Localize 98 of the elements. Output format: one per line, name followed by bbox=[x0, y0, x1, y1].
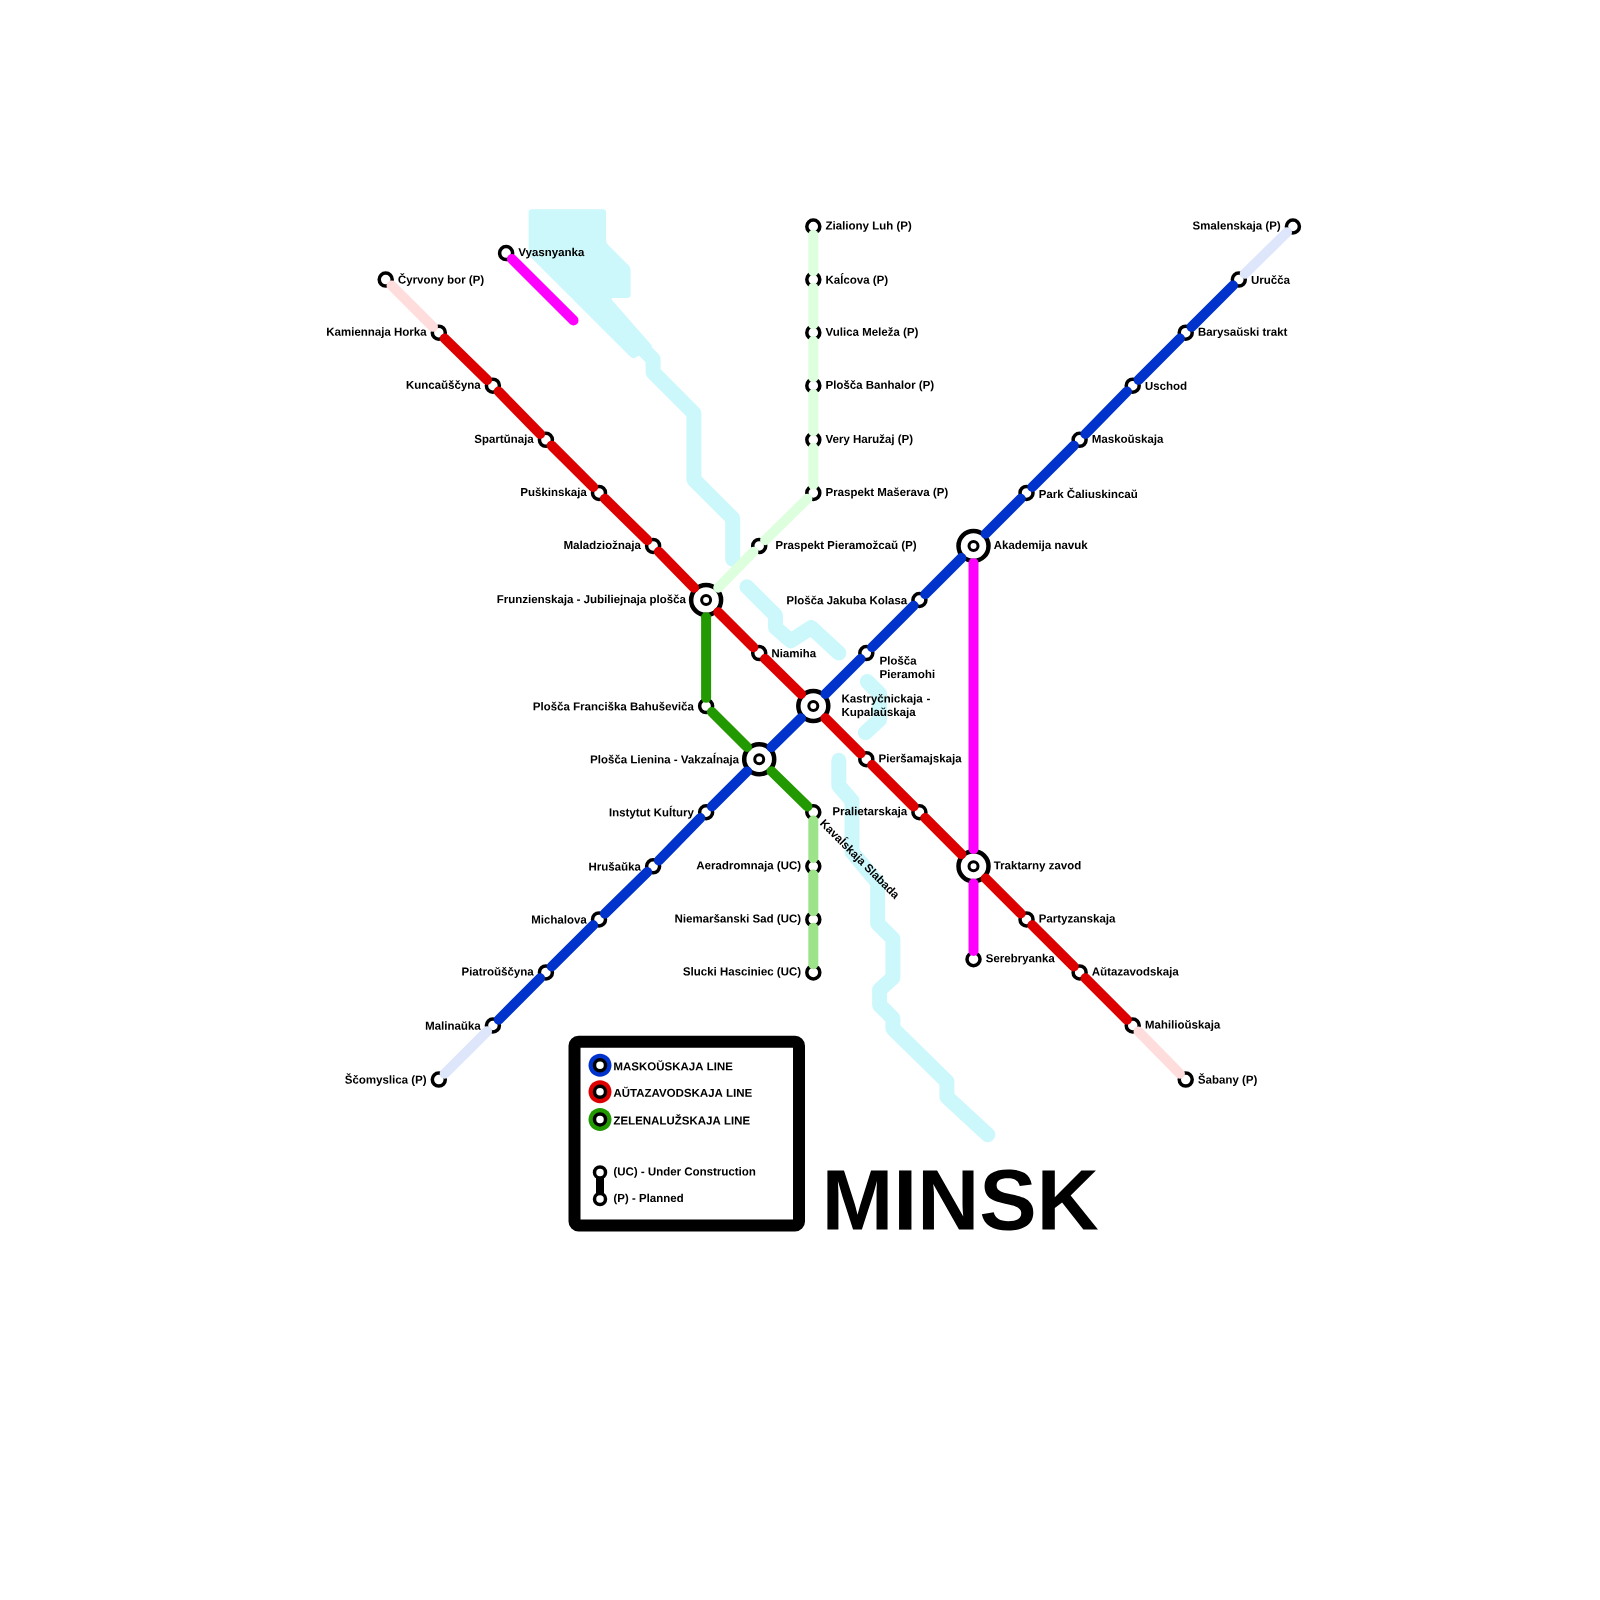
station-name: Piatroŭščyna bbox=[462, 966, 534, 978]
station-name: Uschod bbox=[1145, 381, 1187, 390]
metro-line bbox=[713, 607, 759, 653]
metro-line bbox=[386, 280, 438, 332]
metro-line bbox=[439, 333, 492, 385]
station-name: Barysaŭski trakt bbox=[1198, 327, 1288, 339]
metro-line bbox=[808, 335, 819, 383]
legend-text: (UC) - Under Construction bbox=[614, 1167, 756, 1178]
title: MINSK bbox=[827, 1169, 1098, 1231]
station-name: Pralietarskaja bbox=[833, 806, 908, 818]
metro-line bbox=[820, 653, 866, 699]
legend-text: MASKOŬSKAJA LINE bbox=[614, 1060, 733, 1071]
metro-line bbox=[920, 553, 967, 600]
legend-text: ZELENALUŽSKAJA LINE bbox=[613, 1114, 750, 1125]
station-name: Plošča Lienina - Vakzaĺnaja bbox=[590, 752, 740, 766]
station-name: Spartŭnaja bbox=[474, 434, 534, 446]
station-name: Niemaršanski Sad (UC) bbox=[675, 913, 801, 925]
station-name: Praspekt Pieramožcaŭ (P) bbox=[776, 540, 917, 552]
metro-line bbox=[808, 869, 819, 917]
metro-line bbox=[968, 878, 979, 956]
station-name: Kuncaŭščyna bbox=[406, 380, 481, 392]
station-name: Praspekt Mašerava (P) bbox=[826, 487, 948, 499]
metro-line bbox=[808, 443, 819, 490]
metro-line bbox=[766, 713, 806, 753]
metro-line bbox=[808, 282, 819, 330]
station-name: Slucki Hasciniec (UC) bbox=[683, 967, 801, 978]
metro-line bbox=[1080, 386, 1132, 439]
station-name: Partyzanskaja bbox=[1039, 914, 1116, 925]
metro-line bbox=[706, 766, 752, 812]
station-name: Čyrvony bor (P) bbox=[398, 273, 484, 286]
station-name: Plošča Banhalor (P) bbox=[826, 380, 934, 392]
metro-line bbox=[968, 558, 979, 855]
metro-line bbox=[760, 653, 806, 700]
metro-line bbox=[1239, 227, 1293, 279]
metro-line bbox=[867, 760, 919, 812]
station-name: Maskoŭskaja bbox=[1092, 434, 1164, 446]
station-name: Uručča bbox=[1251, 275, 1291, 284]
station-name: Plošča Jakuba Kolasa bbox=[787, 595, 908, 605]
station-name: Mahilioŭskaja bbox=[1145, 1020, 1221, 1031]
station-name: Aeradromnaja (UC) bbox=[696, 860, 801, 872]
metro-line bbox=[706, 706, 752, 752]
metro-line bbox=[1027, 440, 1079, 493]
metro-line bbox=[920, 813, 967, 860]
metro-line bbox=[980, 873, 1026, 919]
legend-text: (P) - Planned bbox=[614, 1193, 683, 1205]
station-name: Frunzienskaja - Jubiliejnaja plošča bbox=[497, 594, 686, 606]
metro-line bbox=[1080, 973, 1132, 1025]
station-name: Park Čaliuskincaŭ bbox=[1039, 487, 1137, 499]
metro-line bbox=[653, 546, 700, 593]
legend-text: AŬTAZAVODSKAJA LINE bbox=[613, 1086, 752, 1097]
metro-line bbox=[599, 867, 653, 919]
metro-line bbox=[1133, 1026, 1185, 1079]
station-name: Šabany (P) bbox=[1198, 1073, 1257, 1086]
station-name: Serebryanka bbox=[986, 953, 1055, 965]
station-name: Zialiony Luh (P) bbox=[825, 221, 912, 232]
station-name: Kastryčnickaja - Kupalaŭskaja bbox=[842, 693, 930, 719]
metro-line bbox=[808, 229, 819, 277]
metro-line bbox=[1027, 920, 1079, 972]
metro-line bbox=[439, 1026, 493, 1079]
station-name: Puškinskaja bbox=[521, 487, 587, 499]
station-name: Niamiha bbox=[772, 648, 817, 658]
metro-line bbox=[980, 493, 1026, 539]
metro-line bbox=[701, 612, 712, 703]
metro-line bbox=[1133, 333, 1185, 385]
metro-line bbox=[1186, 280, 1238, 332]
metro-line bbox=[808, 922, 819, 970]
station-name: Pieršamajskaja bbox=[879, 753, 962, 765]
metro-line bbox=[820, 713, 866, 759]
station-name: Plošča Franciška Bahuševiča bbox=[533, 701, 694, 711]
station-name: Aŭtazavodskaja bbox=[1092, 967, 1179, 978]
station-name: Very Haružaj (P) bbox=[825, 434, 913, 446]
station-name: Traktarny zavod bbox=[993, 860, 1081, 872]
metro-line bbox=[760, 493, 813, 546]
station-name: Smalenskaja (P) bbox=[1192, 221, 1281, 232]
metro-line bbox=[599, 493, 653, 546]
station-name: Vulica Meleža (P) bbox=[825, 327, 918, 339]
metro-line bbox=[493, 386, 546, 439]
metro-line bbox=[867, 600, 919, 653]
station-name: Maladziožnaja bbox=[564, 540, 641, 552]
station-name: Plošča Pieramohi bbox=[880, 656, 935, 679]
station-name: Vyasnyanka bbox=[518, 247, 585, 259]
metro-line bbox=[546, 440, 599, 493]
station-name: Kaĺcova (P) bbox=[826, 273, 888, 287]
metro-line bbox=[808, 388, 819, 437]
metro-line bbox=[808, 815, 819, 864]
station-name: Michalova bbox=[531, 915, 587, 924]
station-name: Malinaŭka bbox=[425, 1021, 481, 1030]
metro-line bbox=[493, 973, 546, 1025]
metro-line bbox=[506, 253, 579, 326]
station-name: Ščomyslica (P) bbox=[345, 1073, 426, 1086]
station-name: Akademija navuk bbox=[994, 540, 1088, 552]
metro-line bbox=[546, 920, 599, 972]
metro-line bbox=[713, 546, 759, 593]
metro-line bbox=[653, 813, 706, 866]
metro-line bbox=[766, 766, 813, 812]
station-name: Kamiennaja Horka bbox=[327, 327, 427, 339]
station-name: Hrušaŭka bbox=[589, 861, 641, 871]
station-name: Instytut Kuĺtury bbox=[609, 805, 694, 819]
